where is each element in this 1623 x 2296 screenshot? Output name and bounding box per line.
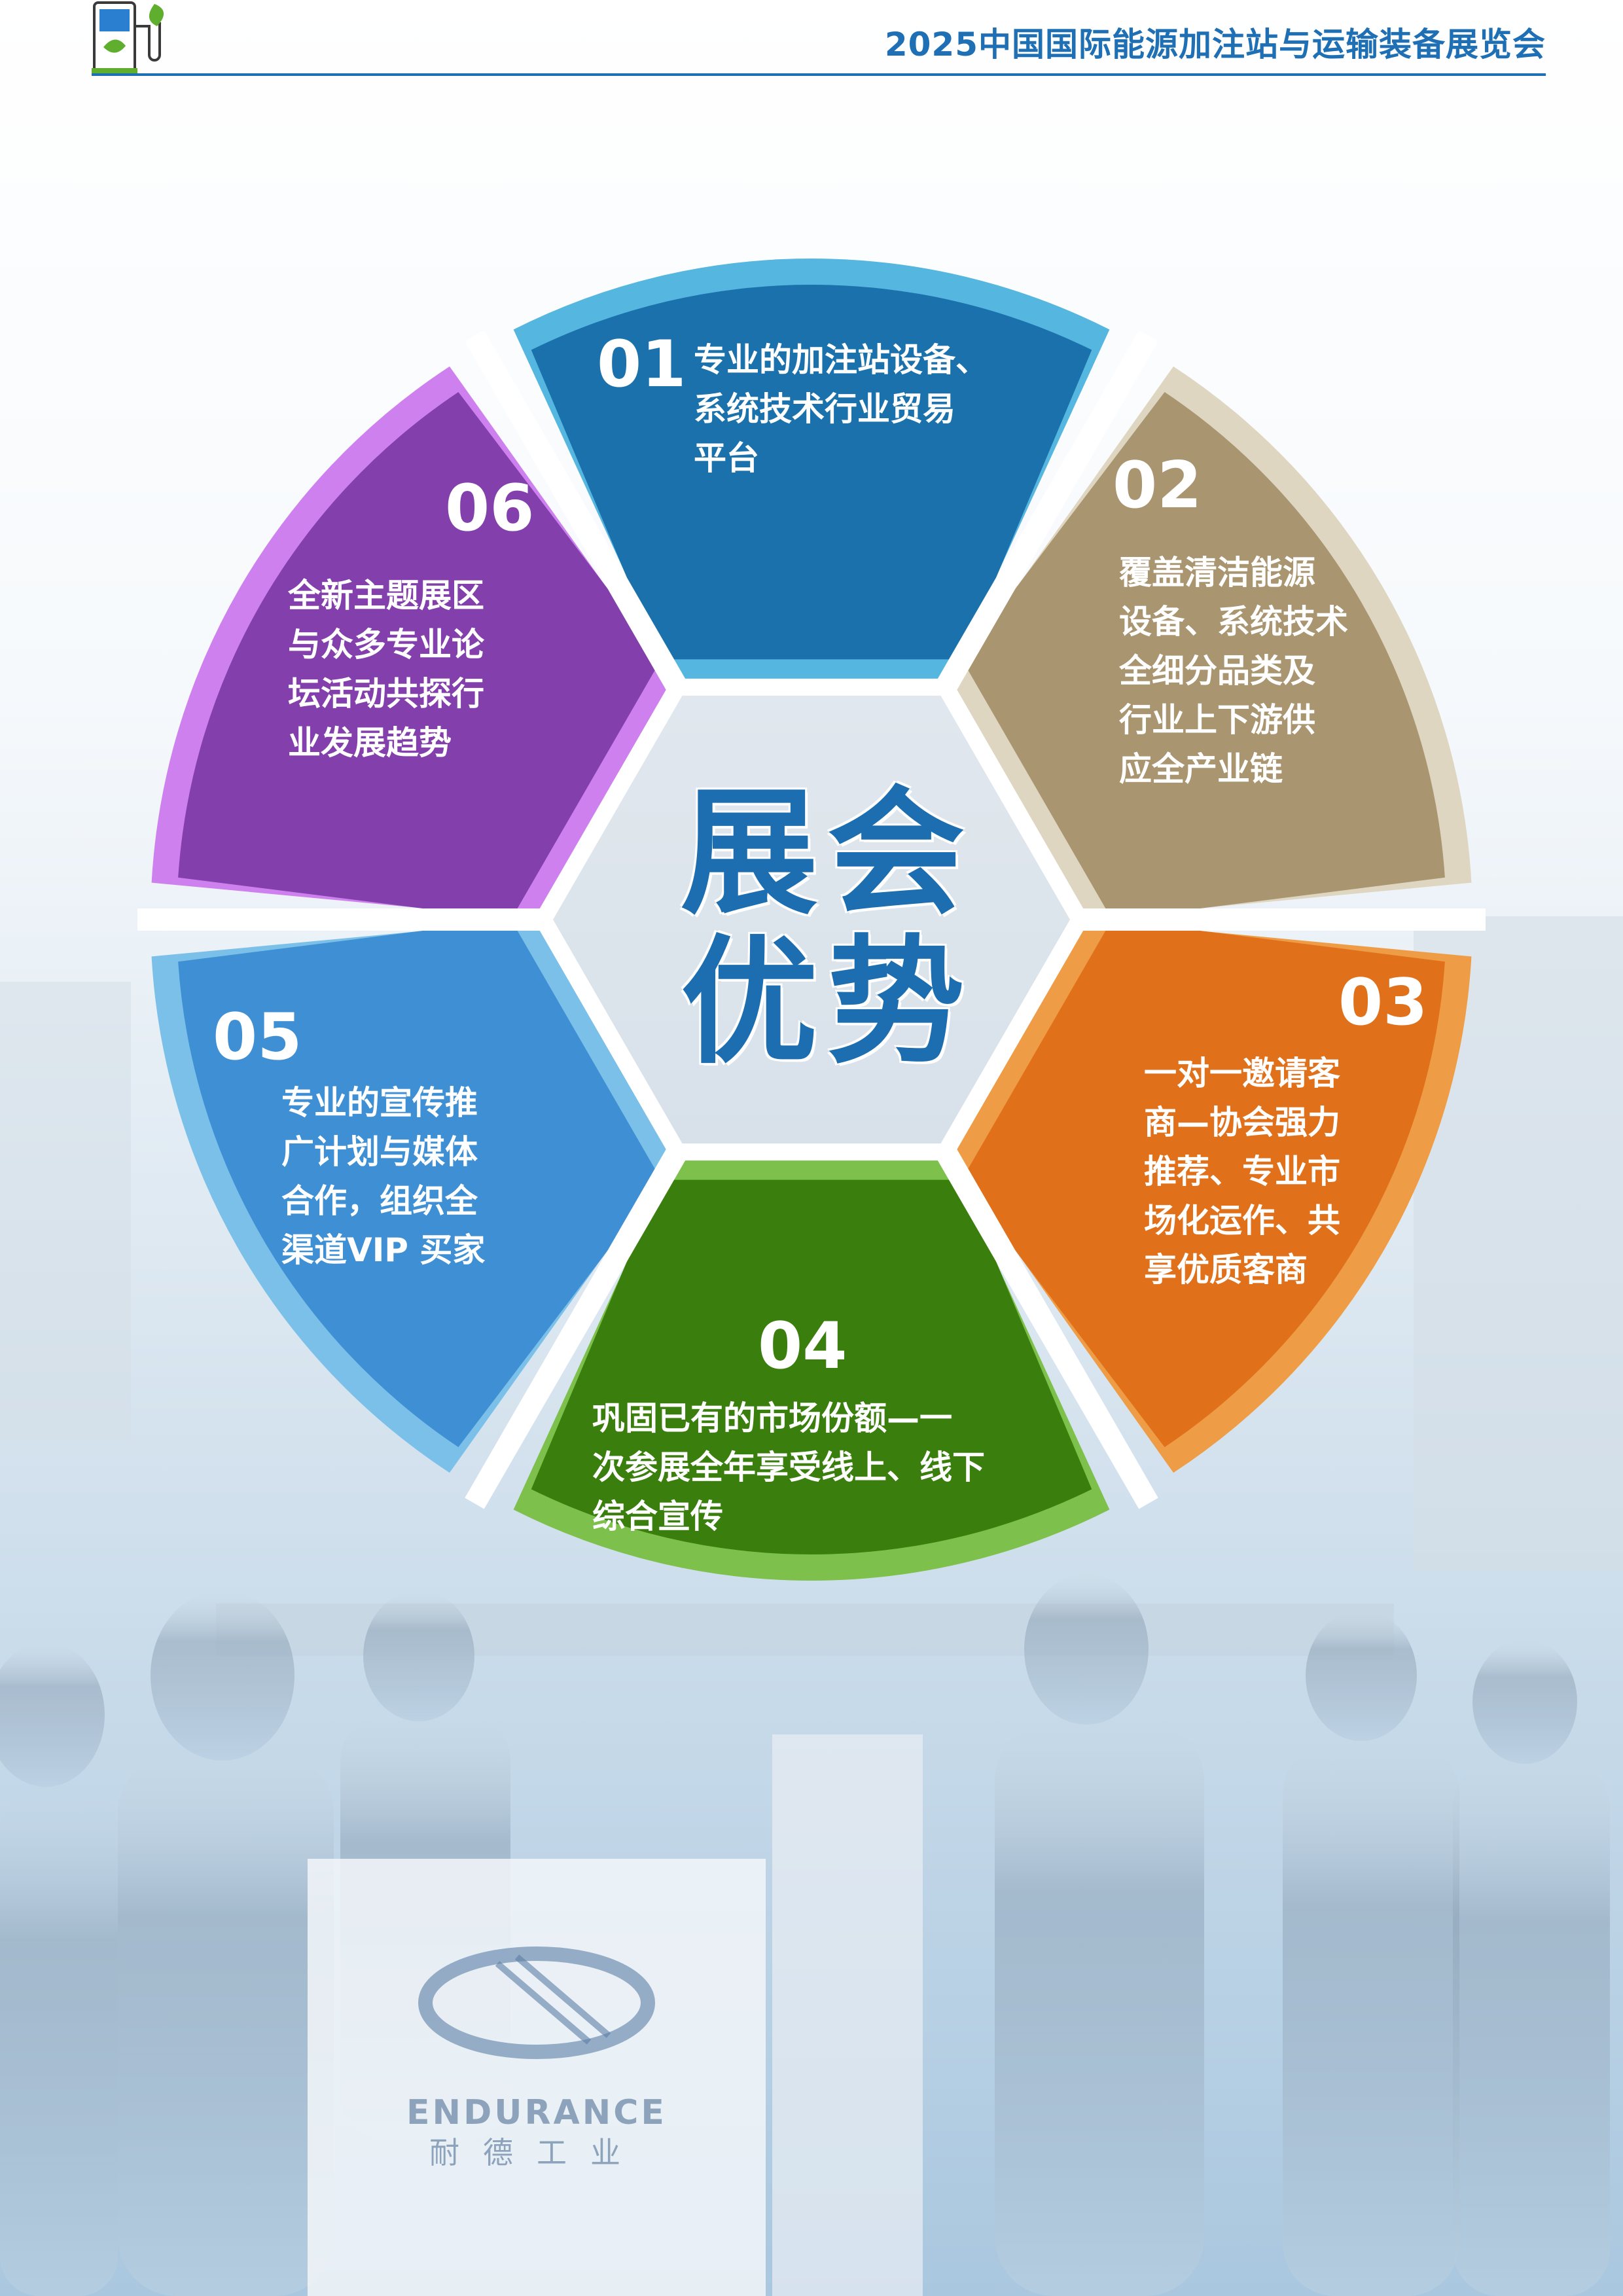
segment-05-body [178, 920, 662, 1448]
segment-01 [513, 259, 1110, 687]
segment-02-text: 覆盖清洁能源设备、系统技术全细分品类及行业上下游供应全产业链 [1119, 554, 1348, 788]
segment-04-number: 04 [758, 1309, 847, 1384]
header-divider [92, 73, 1546, 76]
segment-06-number: 06 [445, 471, 535, 546]
header-title: 2025中国国际能源加注站与运输装备展览会 [884, 26, 1546, 63]
segment-06-text: 全新主题展区与众多专业论坛活动共探行业发展趋势 [288, 577, 484, 762]
segment-05-text: 专业的宣传推广计划与媒体合作，组织全渠道VIP 买家 [281, 1084, 486, 1269]
segment-01-number: 01 [597, 327, 687, 402]
segment-04-text: 巩固已有的市场份额—一次参展全年享受线上、线下综合宣传 [592, 1399, 985, 1535]
segment-02-number: 02 [1113, 448, 1202, 523]
segment-separator [933, 330, 1158, 699]
booth-logo-name: ENDURANCE [406, 2093, 667, 2132]
booth-logo-subname: 耐德工业 [429, 2135, 644, 2170]
segment-separator [465, 330, 690, 699]
center-hexagon [535, 678, 1088, 1161]
segment-02-body [961, 391, 1445, 920]
segment-04-body [531, 1179, 1092, 1554]
segment-03-text: 一对一邀请客商—协会强力推荐、专业市场化运作、共享优质客商 [1144, 1054, 1340, 1289]
segment-04 [513, 1152, 1110, 1581]
segment-separator [465, 1140, 690, 1509]
segment-06-body [178, 391, 662, 920]
segment-03-body [961, 920, 1445, 1448]
segment-02 [946, 366, 1472, 920]
page-header: 2025中国国际能源加注站与运输装备展览会 [0, 0, 1623, 85]
fuel-pump-icon [92, 1, 164, 75]
segment-separator [933, 1140, 1158, 1509]
center-title: 展会 优势 [681, 773, 974, 1083]
segment-03-number: 03 [1338, 965, 1428, 1040]
segment-03 [946, 920, 1472, 1473]
segment-01-body [531, 285, 1092, 660]
segment-05 [151, 920, 677, 1473]
segment-01-text: 专业的加注站设备、系统技术行业贸易平台 [694, 341, 988, 477]
segment-05-number: 05 [213, 1000, 302, 1075]
segment-06 [151, 366, 677, 920]
